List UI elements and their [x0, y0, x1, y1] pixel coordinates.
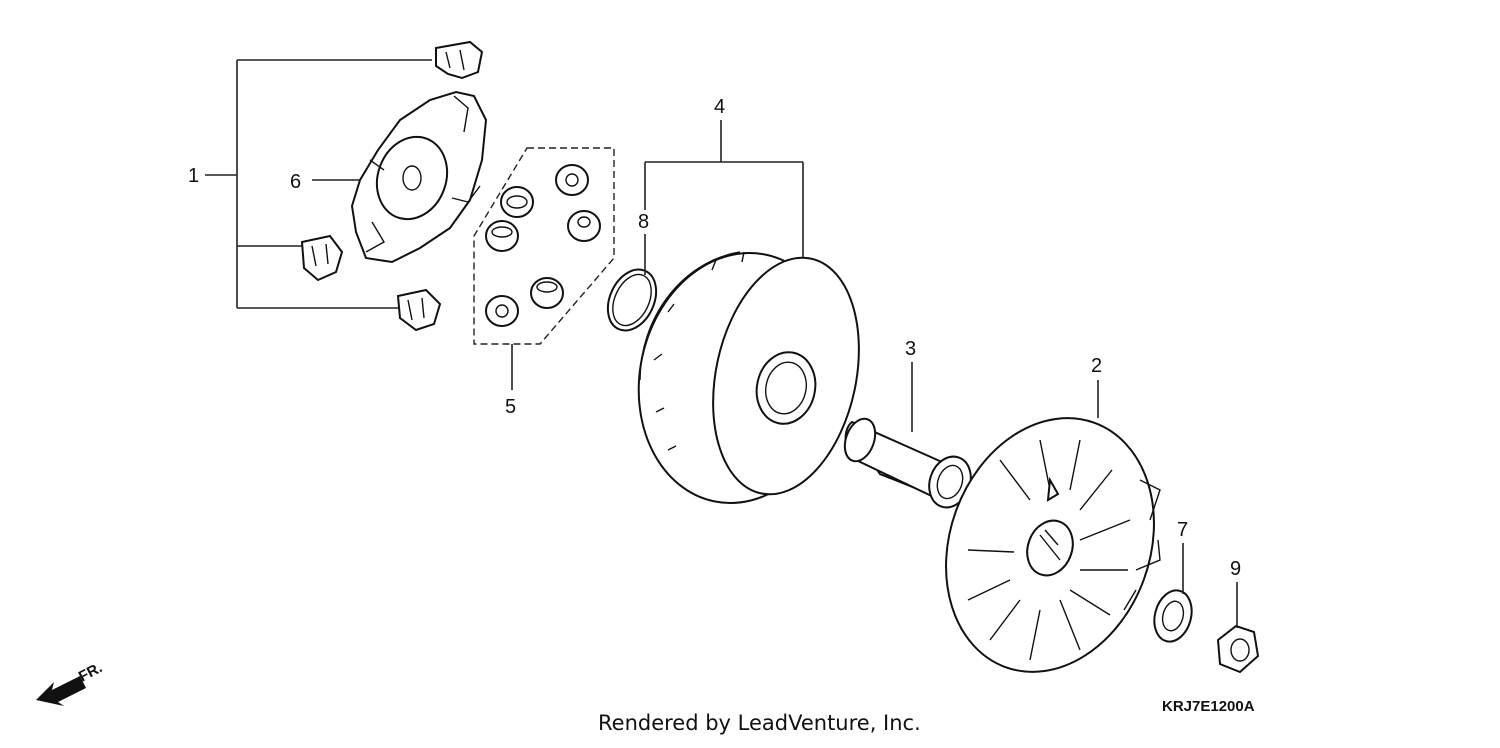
credit-line: Rendered by LeadVenture, Inc. — [598, 711, 921, 735]
movable-drive-face — [637, 251, 860, 504]
weight-roller-set — [473, 147, 615, 345]
drive-face-fan — [945, 417, 1161, 673]
slider-piece-bottom — [396, 288, 442, 332]
weight-roller — [567, 210, 601, 242]
group-4-bracket — [645, 120, 804, 258]
drive-face-collar — [843, 417, 972, 509]
weight-roller — [555, 164, 589, 196]
callout-3: 3 — [905, 338, 916, 360]
callout-4: 4 — [714, 96, 725, 118]
washer — [1153, 589, 1193, 643]
weight-roller — [500, 186, 534, 218]
weight-roller — [530, 277, 564, 309]
callout-8: 8 — [638, 211, 649, 233]
callout-7: 7 — [1177, 519, 1188, 541]
ramp-plate — [350, 90, 488, 264]
weight-roller — [485, 295, 519, 327]
front-direction-arrow: FR. — [36, 659, 105, 706]
slider-piece-middle — [300, 234, 344, 282]
diagram-code: KRJ7E1200A — [1162, 698, 1255, 715]
callout-2: 2 — [1091, 355, 1102, 377]
slider-piece-top — [435, 40, 484, 80]
callout-5: 5 — [505, 396, 516, 418]
callout-9: 9 — [1230, 558, 1241, 580]
group-1-bracket — [205, 59, 432, 309]
callout-6: 6 — [290, 171, 301, 193]
weight-roller — [485, 220, 519, 252]
hex-nut — [1216, 624, 1260, 674]
callout-1: 1 — [188, 165, 199, 187]
